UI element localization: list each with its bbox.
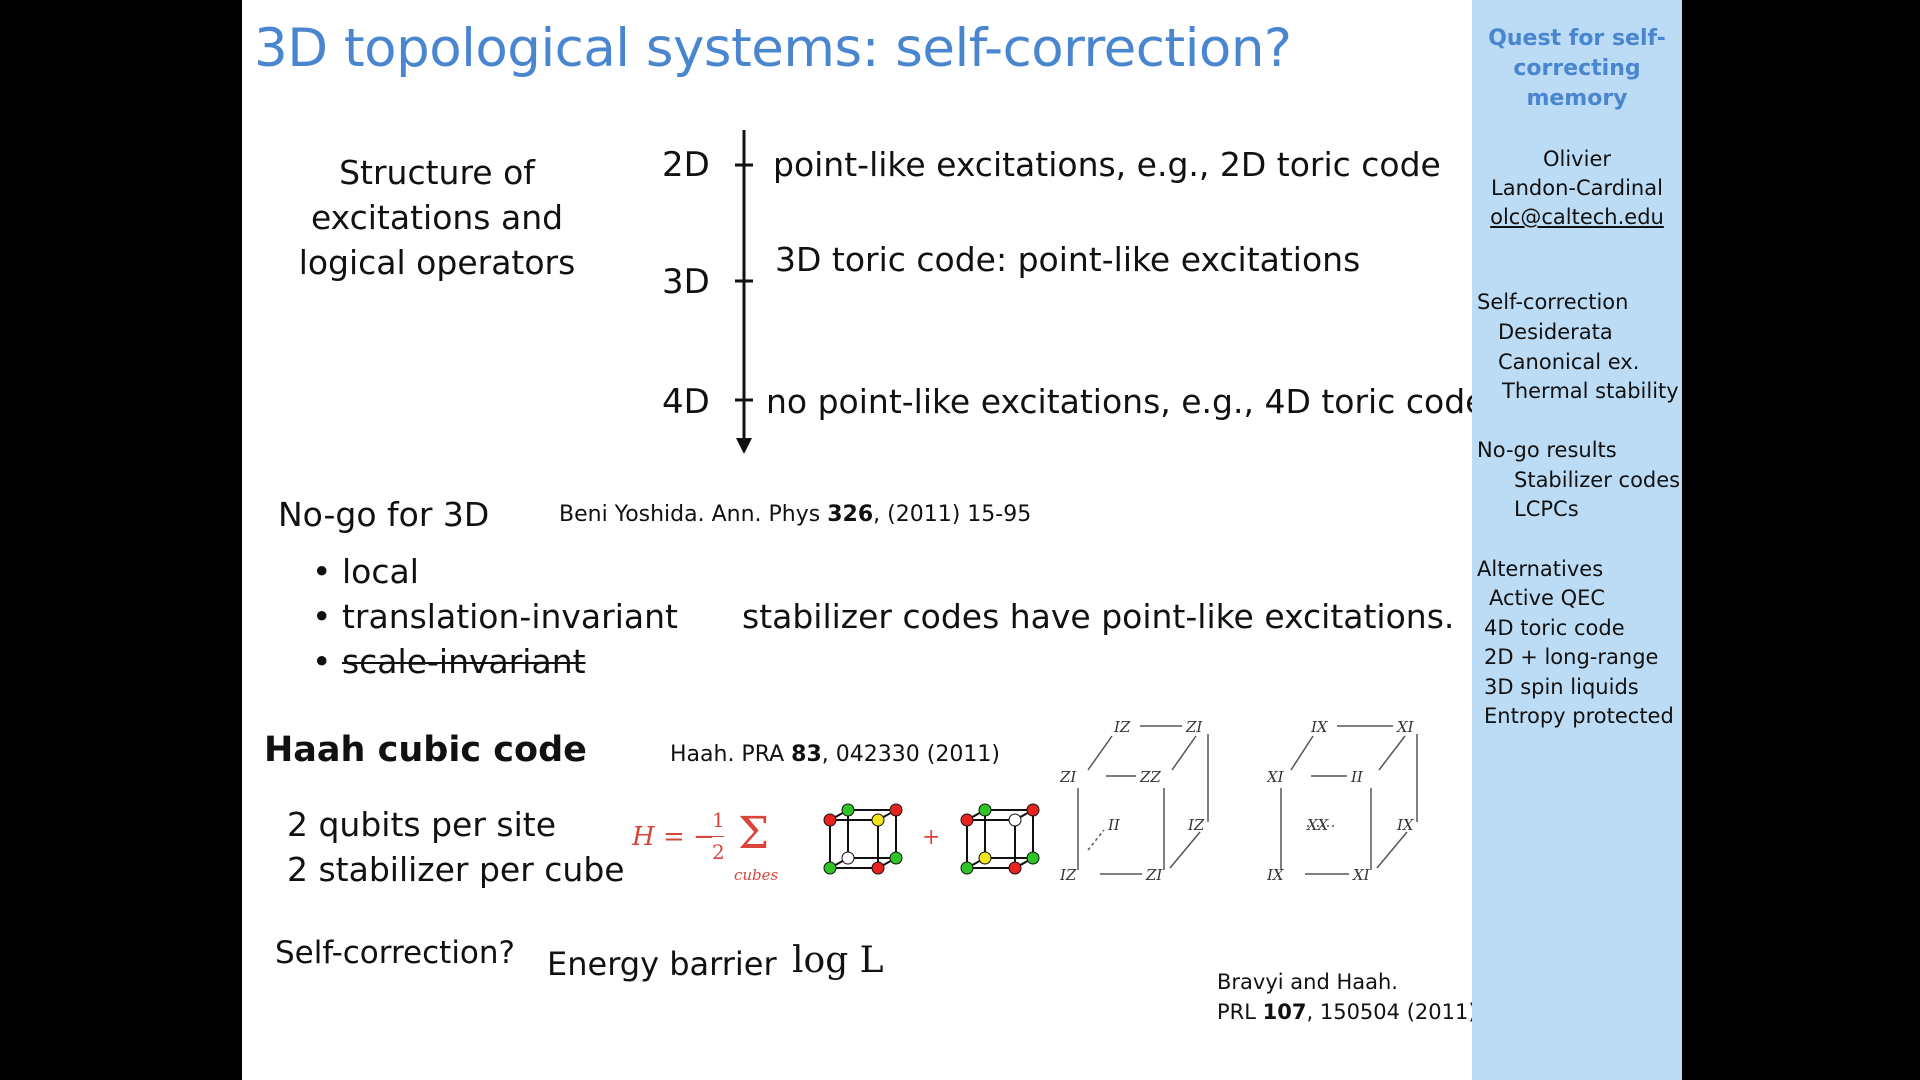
sidebar-item-entropy-protected[interactable]: Entropy protected <box>1484 704 1674 728</box>
level-text-3d: 3D toric code: point-like excitations <box>775 240 1361 279</box>
bravyi-ref-line2: PRL 107, 150504 (2011) <box>1217 1000 1477 1024</box>
pauli-x-label: IX <box>1267 866 1285 884</box>
level-text-4d: no point-like excitations, e.g., 4D tori… <box>766 382 1486 421</box>
energy-barrier-math: log L <box>792 940 884 981</box>
sidebar-item-active-qec[interactable]: Active QEC <box>1489 586 1606 610</box>
pauli-x-label: II <box>1350 768 1364 786</box>
pauli-z-label: II <box>1107 816 1121 834</box>
sidebar-item-desiderata[interactable]: Desiderata <box>1498 320 1613 344</box>
pauli-z-label: ZI <box>1185 718 1203 736</box>
dimension-axis <box>735 130 753 454</box>
structure-label: Structure of excitations and logical ope… <box>298 153 576 282</box>
dim-label-4d: 4D <box>662 382 710 422</box>
bravyi-ref-line1: Bravyi and Haah. <box>1217 970 1398 994</box>
formula-frac-den: 2 <box>712 840 725 864</box>
level-text-2d: point-like excitations, e.g., 2D toric c… <box>773 145 1441 184</box>
stabilizer-cube-z <box>823 803 903 875</box>
dim-label-3d: 3D <box>662 262 710 302</box>
pauli-x-label: IX <box>1310 718 1329 736</box>
formula-sub: cubes <box>734 866 779 884</box>
sidebar-item-thermal-stability[interactable]: Thermal stability <box>1502 379 1679 403</box>
haah-stabilizer-line: 2 stabilizer per cube <box>287 850 625 889</box>
sidebar-item-4d-toric[interactable]: 4D toric code <box>1484 616 1625 640</box>
sidebar-item-3d-spin-liquids[interactable]: 3D spin liquids <box>1484 675 1639 699</box>
pauli-x-label: XI <box>1396 718 1415 736</box>
formula-frac-bar <box>708 836 724 837</box>
sidebar-section-nogo[interactable]: No-go results <box>1477 438 1617 462</box>
sidebar: Quest for self-correcting memory Olivier… <box>1472 0 1682 1080</box>
sidebar-author: Olivier Landon-Cardinal olc@caltech.edu <box>1472 145 1682 232</box>
stabilizer-cube-x <box>960 803 1040 875</box>
sidebar-item-canonical[interactable]: Canonical ex. <box>1498 350 1640 374</box>
nogo-reference: Beni Yoshida. Ann. Phys 326, (2011) 15-9… <box>559 502 1032 527</box>
sidebar-section-self-correction[interactable]: Self-correction <box>1477 290 1629 314</box>
author-last-name: Landon-Cardinal <box>1491 176 1663 200</box>
formula-sum: Σ <box>738 808 770 859</box>
formula-frac-num: 1 <box>712 808 725 832</box>
pauli-z-label: IZ <box>1187 816 1205 834</box>
sidebar-item-2d-long-range[interactable]: 2D + long-range <box>1484 645 1659 669</box>
energy-barrier-text: Energy barrier <box>547 945 777 983</box>
nogo-bullet-local: • local <box>312 552 419 591</box>
slide: 3D topological systems: self-correction?… <box>242 0 1485 1080</box>
pauli-z-label: ZZ <box>1139 768 1161 786</box>
pauli-z-label: ZI <box>1145 866 1163 884</box>
sidebar-item-stabilizer-codes[interactable]: Stabilizer codes <box>1514 468 1681 492</box>
dim-label-2d: 2D <box>662 145 710 185</box>
pauli-x-label: IX <box>1396 816 1415 834</box>
nogo-bullet-translation: • translation-invariant <box>312 597 678 636</box>
pauli-cube-z: IZ ZI ZI ZZ II IZ IZ ZI <box>1060 718 1209 884</box>
formula-lhs: H = − <box>632 822 715 852</box>
pauli-z-label: IZ <box>1113 718 1131 736</box>
pauli-z-label: IZ <box>1060 866 1077 884</box>
self-correction-question: Self-correction? <box>275 935 515 971</box>
formula-plus: + <box>922 825 941 850</box>
nogo-conclusion: stabilizer codes have point-like excitat… <box>742 597 1455 636</box>
pauli-x-label: XI <box>1267 768 1285 786</box>
pauli-x-label: XI <box>1352 866 1371 884</box>
sidebar-item-lcpcs[interactable]: LCPCs <box>1514 497 1579 521</box>
pauli-x-label: XX <box>1306 816 1330 834</box>
haah-reference: Haah. PRA 83, 042330 (2011) <box>670 742 1000 767</box>
pauli-z-label: ZI <box>1060 768 1077 786</box>
author-first-name: Olivier <box>1542 147 1611 171</box>
author-email-link[interactable]: olc@caltech.edu <box>1490 205 1664 229</box>
haah-heading: Haah cubic code <box>264 730 587 770</box>
sidebar-title: Quest for self-correcting memory <box>1488 26 1666 111</box>
nogo-heading: No-go for 3D <box>278 495 490 534</box>
sidebar-section-alternatives[interactable]: Alternatives <box>1477 557 1604 581</box>
nogo-bullet-scale: • scale-invariant <box>312 642 586 681</box>
slide-title: 3D topological systems: self-correction? <box>254 18 1292 79</box>
haah-qubits-line: 2 qubits per site <box>287 805 556 844</box>
pauli-cube-x: IX XI XI II XX IX IX XI <box>1267 718 1418 884</box>
